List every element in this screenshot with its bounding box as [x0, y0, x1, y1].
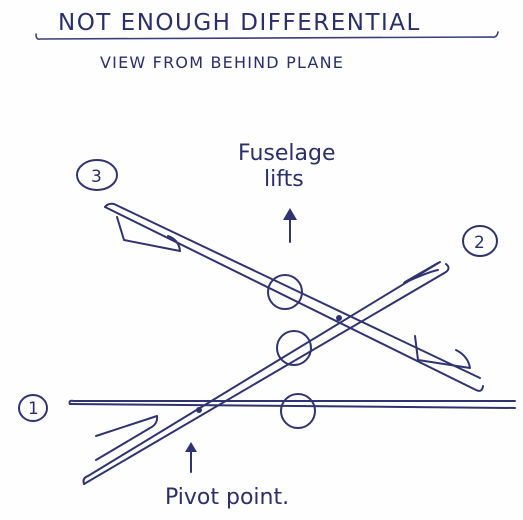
- diagram-subtitle: VIEW FROM BEHIND PLANE: [100, 53, 344, 72]
- diagram-title: NOT ENOUGH DIFFERENTIAL: [58, 10, 421, 36]
- position-1-marker: 1: [18, 394, 48, 422]
- aileron-2-right: [404, 262, 439, 283]
- pivot-dot-main: [196, 407, 202, 413]
- fuselage-label: Fuselage: [238, 141, 336, 166]
- position-3-marker: 3: [76, 159, 118, 191]
- pivot-dot-upper: [336, 315, 342, 321]
- fuselage-circle-2: [276, 330, 312, 366]
- pivot-arrow-icon: [185, 442, 197, 473]
- fuselage-circle-3: [267, 274, 303, 310]
- position-1-label: 1: [28, 399, 39, 419]
- wing-position-1: [68, 399, 516, 409]
- wing-position-2: [82, 261, 450, 485]
- up-arrow-icon: [283, 208, 297, 243]
- position-3-label: 3: [91, 167, 102, 187]
- wing-position-3: [104, 202, 484, 392]
- position-2-marker: 2: [462, 225, 498, 257]
- title-underline: [35, 31, 499, 40]
- position-2-label: 2: [474, 233, 485, 253]
- pivot-point-label: Pivot point.: [165, 485, 289, 510]
- lifts-label: lifts: [264, 167, 304, 192]
- aileron-3-left: [116, 216, 181, 252]
- aileron-2-left: [95, 415, 159, 461]
- aileron-3-right: [414, 335, 471, 369]
- fuselage-circle-1: [280, 393, 316, 429]
